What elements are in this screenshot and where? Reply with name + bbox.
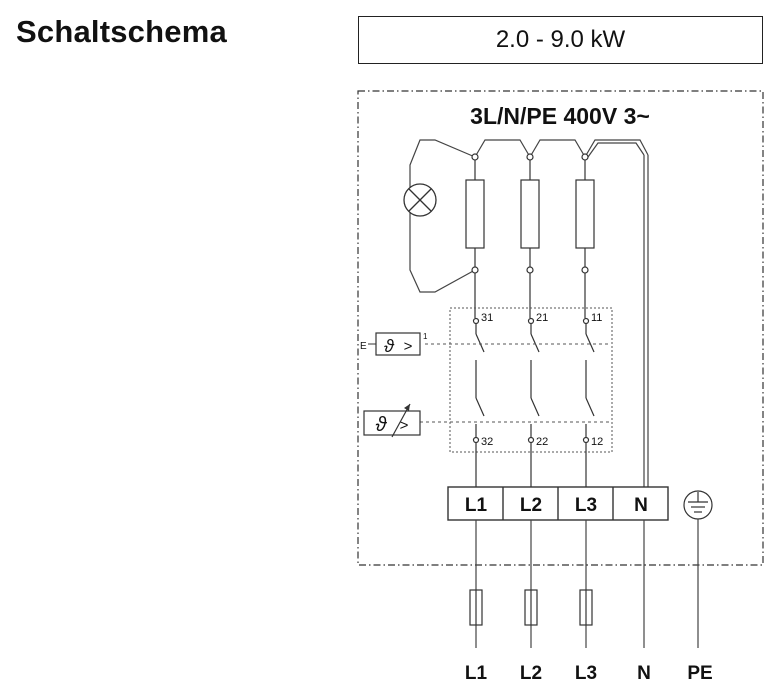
supply-wires: [474, 139, 649, 158]
supply-label: 3L/N/PE 400V 3~: [470, 103, 650, 129]
heater-element-3: [575, 179, 595, 249]
neutral-wire: [643, 155, 649, 487]
heater-element-1: [465, 179, 485, 249]
contact-bottom-labels: 32 22 12: [481, 436, 603, 448]
output-l1: L1: [465, 663, 488, 684]
contact-bottom-3: 12: [591, 436, 603, 448]
ground-icon: [683, 490, 713, 520]
heater-element-2: [520, 179, 540, 249]
fuses: [469, 589, 593, 626]
fuse-l1: [469, 589, 483, 626]
output-n: N: [637, 663, 651, 684]
contact-top-1: 31: [481, 312, 493, 324]
contact-bottom-1: 32: [481, 436, 493, 448]
power-range-box: 2.0 - 9.0 kW: [358, 16, 763, 64]
output-pe: PE: [687, 663, 712, 684]
indicator-lamp-wiring: [409, 139, 476, 293]
switch-contacts: [472, 317, 595, 487]
output-l2: L2: [520, 663, 542, 684]
fuse-l3: [579, 589, 593, 626]
output-wires: [475, 519, 699, 648]
safety-thermostat-icon: ϑ >: [363, 403, 421, 438]
thermostat-e-label: E: [360, 341, 367, 352]
terminal-l3: L3: [575, 495, 597, 516]
schematic-title: Schaltschema: [16, 14, 227, 49]
output-l3: L3: [575, 663, 597, 684]
device-enclosure: [357, 90, 764, 566]
thermostat-linkage: [420, 343, 610, 423]
terminal-l1: L1: [465, 495, 488, 516]
control-thermostat-icon: ϑ >: [375, 332, 421, 356]
safety-thermostat-arrow: >: [400, 417, 409, 434]
indicator-lamp-icon: [403, 183, 437, 217]
thermostat-mark: 1: [423, 332, 428, 341]
control-thermostat-symbol: ϑ: [384, 336, 395, 356]
contact-top-3: 11: [591, 312, 602, 324]
control-thermostat-arrow: >: [404, 338, 413, 355]
power-range-text: 2.0 - 9.0 kW: [495, 26, 626, 53]
heater-elements: [465, 153, 595, 318]
contact-bottom-2: 22: [536, 436, 548, 448]
contact-top-labels: 31 21 11: [481, 312, 602, 324]
terminal-l2: L2: [520, 495, 542, 516]
terminal-block: L1 L2 L3 N: [447, 486, 669, 521]
thermostat-switch-block: [449, 307, 613, 453]
fuse-l2: [524, 589, 538, 626]
terminal-n: N: [634, 495, 648, 516]
safety-thermostat-symbol: ϑ: [376, 414, 388, 436]
contact-top-2: 21: [536, 312, 548, 324]
